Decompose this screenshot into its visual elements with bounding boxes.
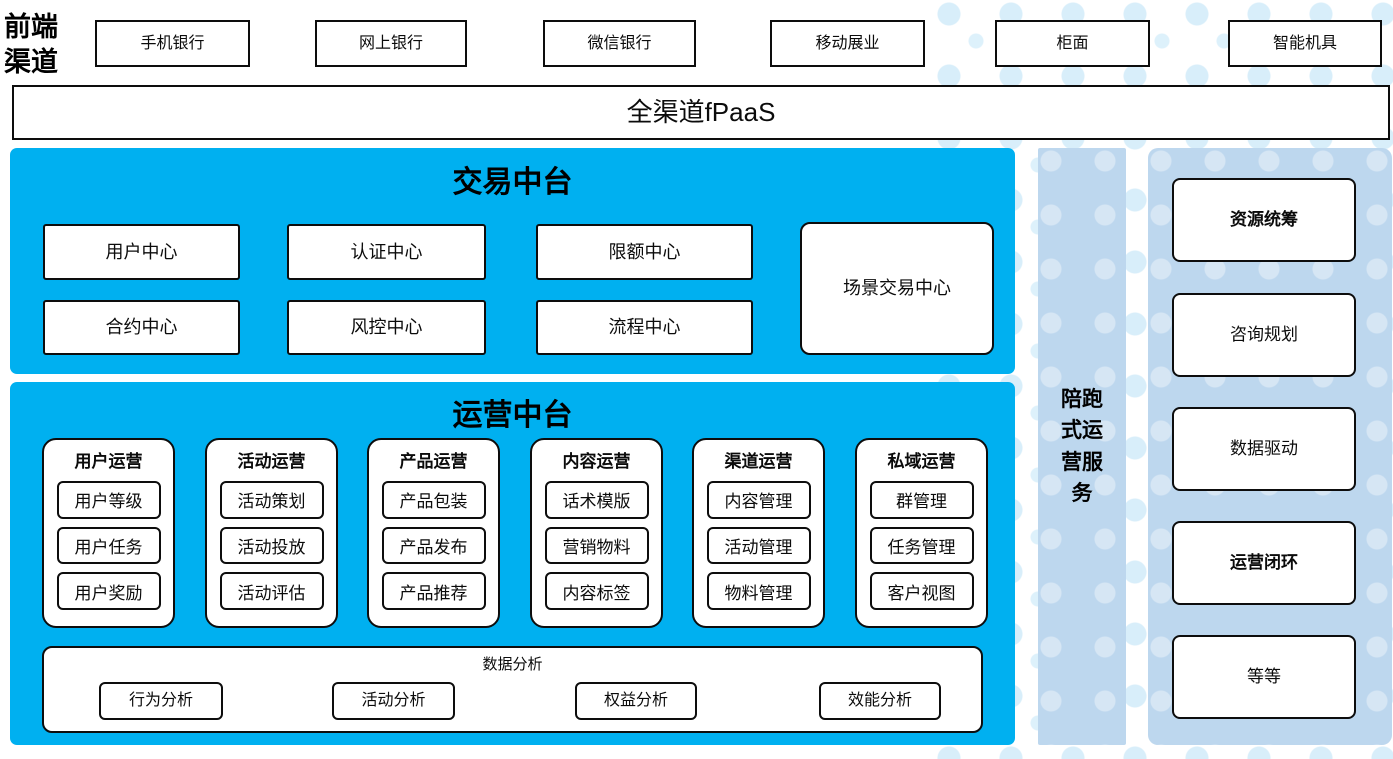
ops-column-channel-operation: 渠道运营 内容管理 活动管理 物料管理 <box>692 438 825 628</box>
ops-item: 用户任务 <box>56 526 161 565</box>
ops-item: 话术模版 <box>544 481 649 519</box>
ops-column-title: 用户运营 <box>74 452 143 471</box>
ops-item: 活动管理 <box>706 526 811 565</box>
data-analysis-box: 数据分析 行为分析 活动分析 权益分析 效能分析 <box>42 646 983 733</box>
ops-item: 活动投放 <box>219 526 324 565</box>
service-box-data-driven: 数据驱动 <box>1172 407 1356 491</box>
service-box-consulting-planning: 咨询规划 <box>1172 293 1356 377</box>
channel-box-smart-devices: 智能机具 <box>1228 20 1382 67</box>
channel-box-online-banking: 网上银行 <box>315 20 467 67</box>
trade-platform-title: 交易中台 <box>452 166 573 199</box>
ops-item: 用户等级 <box>56 481 161 519</box>
center-box-process: 流程中心 <box>536 300 753 355</box>
ops-item: 活动评估 <box>219 572 324 611</box>
front-channels-label: 前端渠道 <box>4 12 58 78</box>
ops-column-title: 活动运营 <box>237 452 306 471</box>
channel-box-wechat-banking: 微信银行 <box>543 20 696 67</box>
ops-item: 产品发布 <box>381 526 486 565</box>
ops-item: 任务管理 <box>869 526 974 565</box>
center-box-scene-trade: 场景交易中心 <box>800 222 994 355</box>
side-service-strip: 陪跑式运营服务 <box>1038 148 1126 745</box>
analysis-item-efficiency: 效能分析 <box>819 682 941 720</box>
ops-item: 群管理 <box>869 481 974 519</box>
center-box-user: 用户中心 <box>43 224 240 280</box>
ops-column-content-operation: 内容运营 话术模版 营销物料 内容标签 <box>530 438 663 628</box>
ops-column-activity-operation: 活动运营 活动策划 活动投放 活动评估 <box>205 438 338 628</box>
ops-platform-title: 运营中台 <box>452 399 573 432</box>
ops-item: 产品包装 <box>381 481 486 519</box>
service-box-etc: 等等 <box>1172 635 1356 719</box>
channel-box-mobile-outreach: 移动展业 <box>770 20 925 67</box>
ops-item: 内容管理 <box>706 481 811 519</box>
ops-column-title: 产品运营 <box>399 452 468 471</box>
ops-column-private-domain-operation: 私域运营 群管理 任务管理 客户视图 <box>855 438 988 628</box>
analysis-item-behavior: 行为分析 <box>99 682 223 720</box>
ops-item: 客户视图 <box>869 572 974 611</box>
service-box-resource-coordination: 资源统筹 <box>1172 178 1356 262</box>
channel-box-mobile-banking: 手机银行 <box>95 20 250 67</box>
right-service-panel: 资源统筹 咨询规划 数据驱动 运营闭环 等等 <box>1148 148 1392 745</box>
ops-item: 物料管理 <box>706 572 811 611</box>
ops-column-title: 渠道运营 <box>724 452 793 471</box>
ops-column-product-operation: 产品运营 产品包装 产品发布 产品推荐 <box>367 438 500 628</box>
center-box-auth: 认证中心 <box>287 224 486 280</box>
trade-platform-panel: 交易中台 用户中心 认证中心 限额中心 合约中心 风控中心 流程中心 场景交易中… <box>10 148 1015 374</box>
service-box-operation-loop: 运营闭环 <box>1172 521 1356 605</box>
side-service-label: 陪跑式运营服务 <box>1061 387 1103 506</box>
analysis-item-benefit: 权益分析 <box>575 682 697 720</box>
channel-box-counter: 柜面 <box>995 20 1150 67</box>
ops-column-title: 内容运营 <box>562 452 631 471</box>
ops-item: 活动策划 <box>219 481 324 519</box>
fpaas-bar: 全渠道fPaaS <box>12 85 1390 140</box>
ops-column-title: 私域运营 <box>887 452 956 471</box>
ops-item: 营销物料 <box>544 526 649 565</box>
ops-item: 产品推荐 <box>381 572 486 611</box>
center-box-limit: 限额中心 <box>536 224 753 280</box>
ops-platform-panel: 运营中台 用户运营 用户等级 用户任务 用户奖励 活动运营 活动策划 活动投放 … <box>10 382 1015 745</box>
ops-column-user-operation: 用户运营 用户等级 用户任务 用户奖励 <box>42 438 175 628</box>
data-analysis-title: 数据分析 <box>482 656 543 673</box>
ops-item: 内容标签 <box>544 572 649 611</box>
center-box-risk: 风控中心 <box>287 300 486 355</box>
center-box-contract: 合约中心 <box>43 300 240 355</box>
analysis-item-activity: 活动分析 <box>332 682 455 720</box>
ops-item: 用户奖励 <box>56 572 161 611</box>
